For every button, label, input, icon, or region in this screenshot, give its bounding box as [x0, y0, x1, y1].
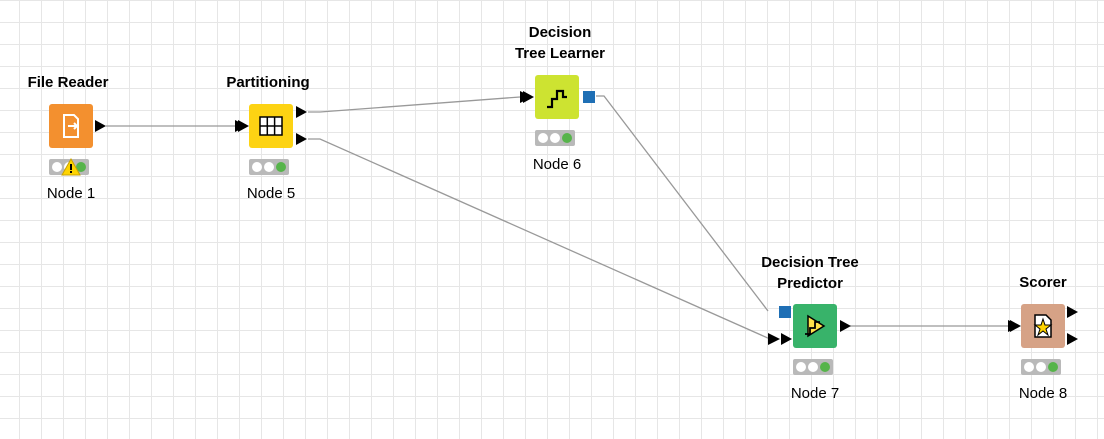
- node-label[interactable]: Node 1: [46, 185, 96, 202]
- node-label[interactable]: Node 6: [532, 156, 582, 173]
- node-title: Scorer: [1019, 274, 1067, 291]
- model-input-port[interactable]: [779, 306, 791, 318]
- input-port[interactable]: [1010, 320, 1021, 332]
- output-port[interactable]: [296, 133, 307, 145]
- table-grid-icon: [259, 116, 283, 136]
- node-title: Partitioning: [226, 74, 310, 91]
- node-title: Decision Tree Learner: [514, 24, 606, 62]
- decision-tree-learner-node[interactable]: [535, 75, 579, 119]
- input-port[interactable]: [781, 333, 792, 345]
- node-status-traffic-light: [249, 159, 289, 175]
- connection-node5-node7[interactable]: [308, 138, 771, 340]
- input-port[interactable]: [523, 91, 534, 103]
- scorer-star-icon: [1033, 314, 1053, 338]
- warning-icon: [61, 158, 81, 176]
- connection-node5-node6[interactable]: [308, 96, 521, 113]
- file-import-icon: [63, 114, 79, 138]
- model-output-port[interactable]: [583, 91, 595, 103]
- output-port[interactable]: [1067, 333, 1078, 345]
- node-label[interactable]: Node 7: [790, 385, 840, 402]
- output-port[interactable]: [296, 106, 307, 118]
- node-status-traffic-light: [535, 130, 575, 146]
- tree-predictor-icon: [805, 314, 826, 338]
- node-status-traffic-light: [793, 359, 833, 375]
- output-port[interactable]: [840, 320, 851, 332]
- output-port[interactable]: [1067, 306, 1078, 318]
- node-title: File Reader: [27, 74, 109, 91]
- file-reader-node[interactable]: [49, 104, 93, 148]
- tree-learner-icon: [547, 89, 567, 109]
- partitioning-node[interactable]: [249, 104, 293, 148]
- node-label[interactable]: Node 8: [1018, 385, 1068, 402]
- decision-tree-predictor-node[interactable]: [793, 304, 837, 348]
- node-label[interactable]: Node 5: [246, 185, 296, 202]
- input-port[interactable]: [238, 120, 249, 132]
- output-port[interactable]: [95, 120, 106, 132]
- arrowhead: [768, 333, 780, 345]
- node-status-traffic-light: [1021, 359, 1061, 375]
- scorer-node[interactable]: [1021, 304, 1065, 348]
- node-title: Decision Tree Predictor: [761, 254, 859, 292]
- connection-node6-node7[interactable]: [596, 95, 769, 312]
